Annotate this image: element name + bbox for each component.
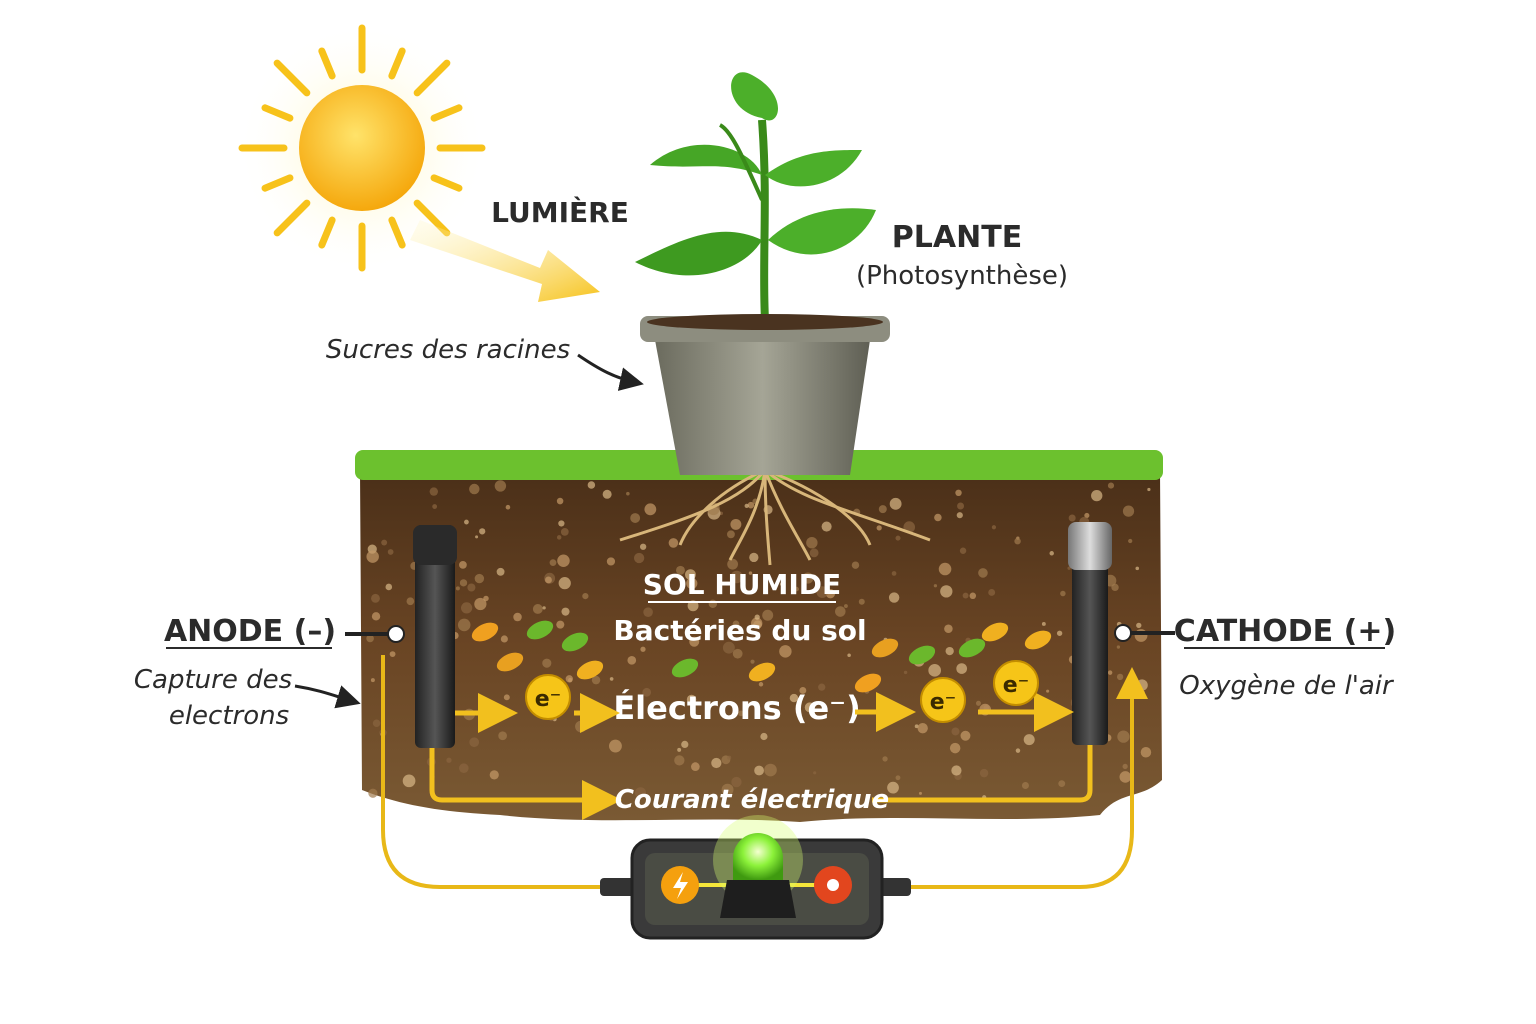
electrons-label: Électrons (e⁻) <box>613 689 860 727</box>
bacterium <box>496 652 524 672</box>
roots-icon <box>619 468 931 566</box>
sun-icon <box>237 23 487 273</box>
plant-sublabel: (Photosynthèse) <box>856 261 1068 291</box>
bacteria-group <box>471 620 1052 693</box>
anode-sublabel-2: electrons <box>169 701 289 731</box>
led-bulb-icon <box>733 833 783 880</box>
root-sugars-label: Sucres des racines <box>326 335 570 365</box>
light-label: LUMIÈRE <box>491 195 629 229</box>
electron-flow-arrows <box>455 692 1074 733</box>
cathode-terminal <box>1114 624 1132 642</box>
cathode-sublabel: Oxygène de l'air <box>1179 671 1395 701</box>
wire-right <box>910 667 1148 889</box>
electron-bubble: e⁻ <box>525 674 571 720</box>
anode-label: ANODE (–) <box>164 614 336 649</box>
anode-sublabel-1: Capture des <box>134 665 292 695</box>
light-arrow <box>410 220 600 302</box>
bacterium <box>1024 630 1052 650</box>
svg-text:e⁻: e⁻ <box>535 687 562 712</box>
bacterium <box>871 638 899 658</box>
cathode-label: CATHODE (+) <box>1174 614 1396 649</box>
bacterium <box>748 662 776 682</box>
bacterium <box>471 622 499 642</box>
bacterium <box>854 673 882 693</box>
cathode-electrode <box>1068 522 1112 745</box>
current-line-right <box>872 745 1093 803</box>
bacterium <box>958 638 986 658</box>
electron-bubble: e⁻ <box>920 677 966 723</box>
led-device <box>600 815 911 940</box>
bacterium <box>908 645 936 665</box>
anode-terminal <box>387 625 405 643</box>
plant-icon <box>635 72 876 321</box>
bacteria-label: Bactéries du sol <box>613 614 866 647</box>
plant-label: PLANTE <box>892 220 1022 255</box>
pot-icon <box>640 314 890 475</box>
svg-text:e⁻: e⁻ <box>1003 673 1030 698</box>
current-arrow-left <box>429 748 622 820</box>
root-sugars-arrow <box>577 353 644 391</box>
current-label: Courant électrique <box>615 785 889 815</box>
svg-text:e⁻: e⁻ <box>930 690 957 715</box>
wire-left <box>381 655 605 889</box>
soil-label: SOL HUMIDE <box>643 568 841 601</box>
electron-bubble: e⁻ <box>993 660 1039 706</box>
bacterium <box>561 632 589 652</box>
anode-electrode <box>413 525 457 748</box>
anode-arrow <box>294 684 361 709</box>
bacterium <box>526 620 554 640</box>
bacterium <box>576 660 604 680</box>
bacterium <box>671 658 699 678</box>
bacterium <box>981 622 1009 642</box>
